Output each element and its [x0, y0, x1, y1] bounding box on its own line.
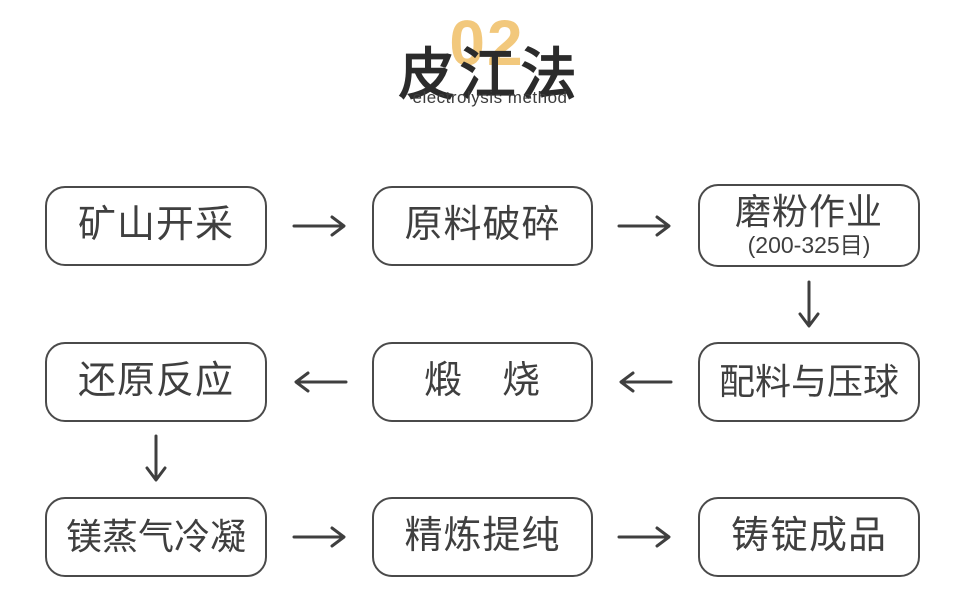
arrow-down-icon-1: [797, 280, 821, 330]
arrow-left-icon-2: [617, 370, 673, 394]
flow-box-mining: 矿山开采: [45, 186, 267, 266]
flow-box-ingot: 铸锭成品: [698, 497, 920, 577]
flow-box-crushing: 原料破碎: [372, 186, 593, 266]
page-subtitle: electrolysis method: [412, 88, 568, 107]
section-number: 02: [449, 7, 525, 79]
flow-box-sublabel: (200-325目): [747, 231, 871, 258]
arrow-down-icon-2: [144, 434, 168, 484]
flow-box-condensation: 镁蒸气冷凝: [45, 497, 267, 577]
arrow-right-icon-2: [617, 214, 673, 238]
flow-box-label: 磨粉作业: [734, 190, 883, 232]
page-title: 皮江法: [398, 43, 582, 106]
flow-box-calcination: 煅 烧: [372, 342, 593, 422]
arrow-right-icon-4: [617, 525, 673, 549]
flow-box-label: 煅 烧: [423, 360, 541, 403]
flow-box-grinding: 磨粉作业 (200-325目): [698, 184, 920, 267]
flow-box-label: 还原反应: [77, 360, 234, 403]
flow-box-label: 铸锭成品: [730, 515, 887, 558]
arrow-right-icon-3: [292, 525, 348, 549]
flow-box-label: 镁蒸气冷凝: [65, 516, 246, 558]
header: 02 皮江法 electrolysis method: [0, 0, 980, 125]
flow-box-label: 配料与压球: [718, 361, 899, 403]
flow-box-label: 原料破碎: [404, 204, 561, 247]
flow-box-briquetting: 配料与压球: [698, 342, 920, 422]
flow-box-refining: 精炼提纯: [372, 497, 593, 577]
flow-box-label: 精炼提纯: [404, 515, 561, 558]
flow-box-reduction: 还原反应: [45, 342, 267, 422]
arrow-left-icon-1: [292, 370, 348, 394]
flow-box-label: 矿山开采: [77, 204, 234, 247]
arrow-right-icon-1: [292, 214, 348, 238]
